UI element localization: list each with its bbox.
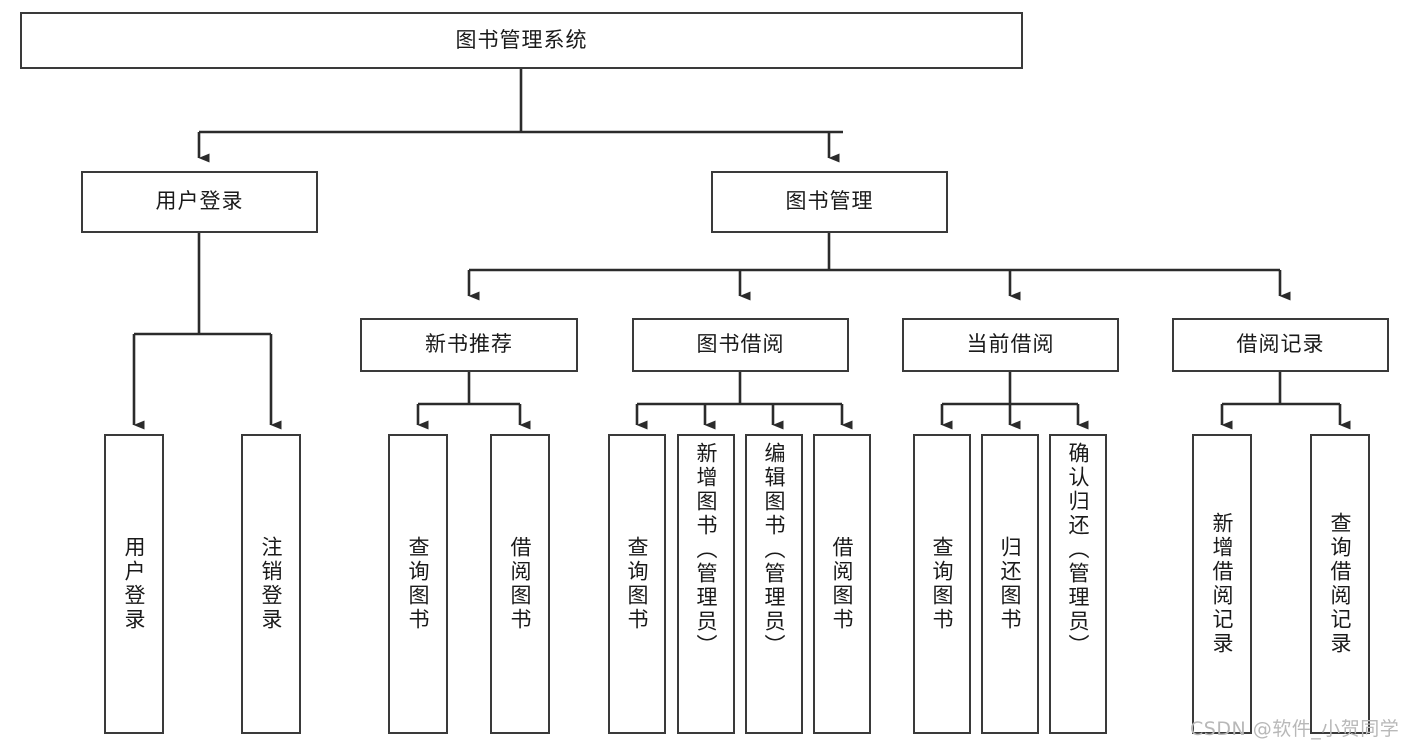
node-user-login[interactable]: 用户登录	[81, 171, 318, 233]
node-label: 图书管理系统	[455, 27, 588, 52]
node-label: 图书管理	[785, 189, 874, 214]
node-label: 用户登录	[122, 536, 146, 632]
node-label: 新增借阅记录	[1210, 512, 1234, 656]
node-label: 查询图书	[406, 536, 430, 632]
node-label: 图书借阅	[696, 332, 785, 357]
node-label: 借阅记录	[1236, 332, 1325, 357]
node-label: 新增图书（管理员）	[694, 442, 718, 658]
node-label: 借阅图书	[830, 536, 854, 632]
node-label: 查询图书	[930, 536, 954, 632]
leaf-edit-book-admin[interactable]: 编辑图书（管理员）	[745, 434, 803, 734]
node-borrow-record[interactable]: 借阅记录	[1172, 318, 1389, 372]
leaf-confirm-return-admin[interactable]: 确认归还（管理员）	[1049, 434, 1107, 734]
csdn-watermark: CSDN @软件_小贺同学	[1190, 718, 1400, 740]
leaf-query-book-current[interactable]: 查询图书	[913, 434, 971, 734]
node-label: 注销登录	[259, 536, 283, 632]
leaf-borrow-book-recommend[interactable]: 借阅图书	[490, 434, 550, 734]
node-label: 借阅图书	[508, 536, 532, 632]
leaf-borrow-book[interactable]: 借阅图书	[813, 434, 871, 734]
node-label: 当前借阅	[966, 332, 1055, 357]
leaf-user-login[interactable]: 用户登录	[104, 434, 164, 734]
node-label: 新书推荐	[425, 332, 513, 357]
node-label: 用户登录	[155, 189, 244, 214]
leaf-query-borrow-record[interactable]: 查询借阅记录	[1310, 434, 1370, 734]
leaf-logout[interactable]: 注销登录	[241, 434, 301, 734]
leaf-add-borrow-record[interactable]: 新增借阅记录	[1192, 434, 1252, 734]
leaf-return-book[interactable]: 归还图书	[981, 434, 1039, 734]
node-label: 查询图书	[625, 536, 649, 632]
node-new-book-recommend[interactable]: 新书推荐	[360, 318, 578, 372]
node-book-management[interactable]: 图书管理	[711, 171, 948, 233]
node-current-borrow[interactable]: 当前借阅	[902, 318, 1119, 372]
node-book-borrow[interactable]: 图书借阅	[632, 318, 849, 372]
leaf-add-book-admin[interactable]: 新增图书（管理员）	[677, 434, 735, 734]
node-root[interactable]: 图书管理系统	[20, 12, 1023, 69]
leaf-query-book-borrow[interactable]: 查询图书	[608, 434, 666, 734]
node-label: 查询借阅记录	[1328, 512, 1352, 656]
node-label: 归还图书	[998, 536, 1022, 632]
node-label: 编辑图书（管理员）	[762, 442, 786, 658]
leaf-query-book-recommend[interactable]: 查询图书	[388, 434, 448, 734]
node-label: 确认归还（管理员）	[1066, 442, 1090, 658]
